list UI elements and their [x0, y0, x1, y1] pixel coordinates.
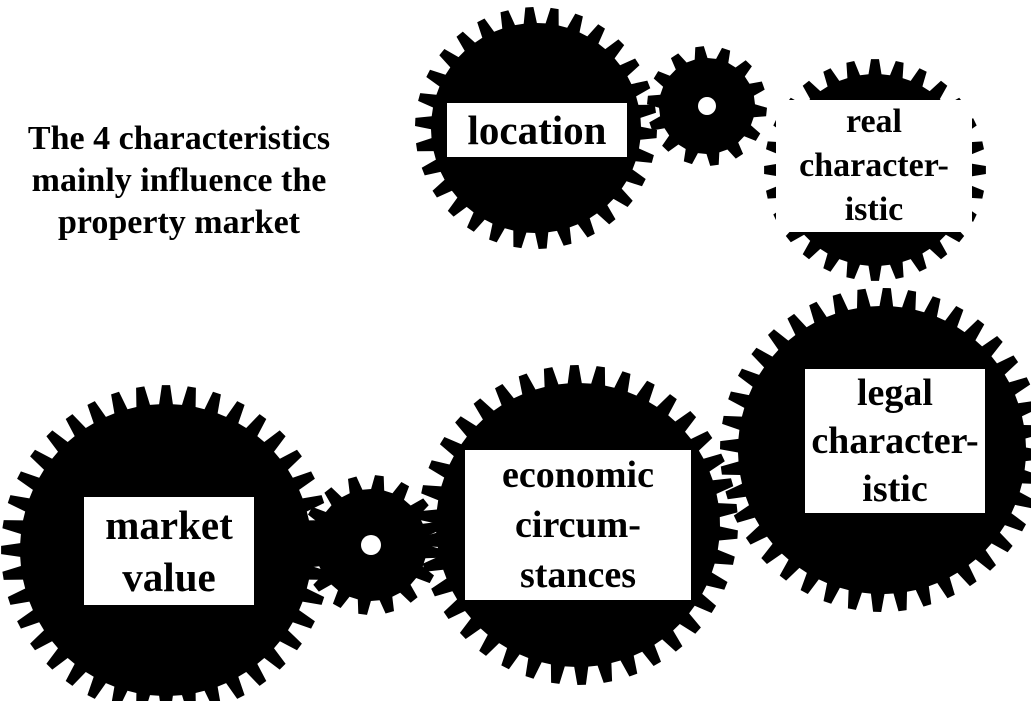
- legal-label-line-3: istic: [862, 468, 928, 510]
- diagram-heading: The 4 characteristics mainly influence t…: [0, 118, 370, 244]
- heading-line-3: property market: [57, 204, 301, 241]
- gear-hub-hole: [698, 97, 716, 115]
- real-label-line-2: character-: [799, 147, 949, 184]
- heading-line-1: The 4 characteristics: [27, 120, 331, 157]
- location-label: location: [447, 103, 627, 157]
- legal-label-line-2: character-: [811, 420, 979, 462]
- real-characteristic-label: real character- istic: [776, 100, 972, 232]
- legal-characteristic-label: legal character- istic: [805, 369, 985, 513]
- real-label-line-1: real: [845, 103, 902, 140]
- location-label-line-1: location: [467, 107, 607, 153]
- market-label-line-2: value: [122, 554, 216, 600]
- gear-hub-hole: [361, 535, 381, 555]
- gear-connector-bottom: [301, 475, 441, 615]
- economic-circumstances-label: economic circum- stances: [465, 450, 691, 600]
- real-label-line-3: istic: [844, 191, 904, 228]
- market-label-line-1: market: [105, 502, 233, 548]
- heading-line-2: mainly influence the: [31, 162, 327, 199]
- market-value-label: market value: [84, 497, 254, 605]
- gear-connector-top: [647, 46, 767, 166]
- econ-label-line-2: circum-: [515, 504, 641, 546]
- econ-label-line-3: stances: [519, 554, 637, 596]
- econ-label-line-1: economic: [502, 454, 654, 496]
- legal-label-line-1: legal: [857, 372, 933, 414]
